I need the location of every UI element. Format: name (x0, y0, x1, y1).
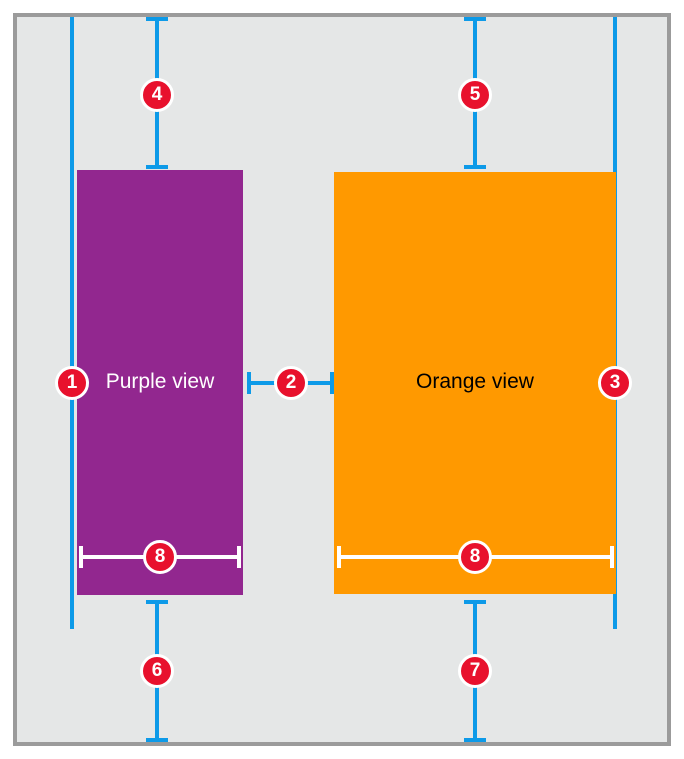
purple-view-rect[interactable]: Purple view (77, 170, 243, 595)
orange-view-rect[interactable]: Orange view (334, 172, 616, 594)
callout-badge-4[interactable]: 4 (140, 78, 174, 112)
dim-cap-bottom (146, 738, 168, 742)
dim-cap-right (330, 372, 334, 394)
callout-badge-3[interactable]: 3 (598, 366, 632, 400)
dim-cap-top (464, 600, 486, 604)
callout-badge-8-orange[interactable]: 8 (458, 540, 492, 574)
dim-cap-right (610, 546, 614, 568)
dim-cap-bottom (146, 165, 168, 169)
callout-badge-7[interactable]: 7 (458, 654, 492, 688)
dim-cap-top (146, 17, 168, 21)
orange-view-label: Orange view (416, 370, 534, 393)
dim-cap-left (247, 372, 251, 394)
diagram-canvas: Purple view Orange view (13, 13, 671, 746)
callout-badge-8-purple[interactable]: 8 (143, 540, 177, 574)
dim-cap-top (146, 600, 168, 604)
dim-cap-left (79, 546, 83, 568)
callout-badge-2[interactable]: 2 (274, 366, 308, 400)
callout-badge-1[interactable]: 1 (55, 366, 89, 400)
dim-cap-bottom (464, 165, 486, 169)
callout-badge-6[interactable]: 6 (140, 654, 174, 688)
left-edge-guide-line (70, 17, 74, 629)
diagram-canvas-inner: Purple view Orange view (17, 17, 667, 742)
callout-badge-5[interactable]: 5 (458, 78, 492, 112)
dim-cap-bottom (464, 738, 486, 742)
dim-cap-top (464, 17, 486, 21)
dim-cap-right (237, 546, 241, 568)
purple-view-label: Purple view (105, 370, 215, 393)
dim-cap-left (337, 546, 341, 568)
